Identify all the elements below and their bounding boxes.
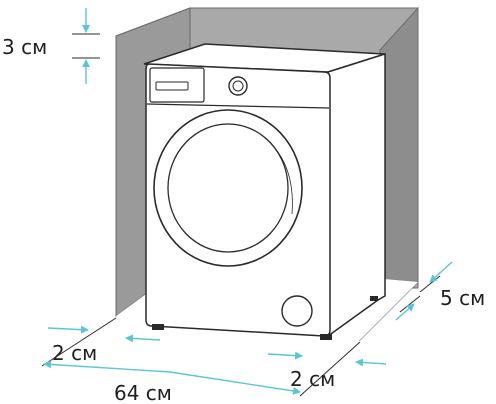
foot-front-right xyxy=(320,334,332,340)
dimension-back-gap: 5 см xyxy=(395,261,485,321)
foot-back-right xyxy=(370,296,378,301)
top-gap-label: 3 см xyxy=(2,35,47,59)
service-hatch xyxy=(281,295,313,327)
dimension-right-gap: 2 см xyxy=(267,351,387,391)
program-knob-inner xyxy=(232,80,244,92)
door-glass xyxy=(167,123,289,253)
back-gap-label: 5 см xyxy=(440,286,485,310)
washing-machine xyxy=(143,43,386,340)
drawer-handle xyxy=(155,81,189,91)
machine-side xyxy=(327,52,386,338)
foot-front-left xyxy=(152,324,164,330)
dimension-total-width: 64 см xyxy=(41,317,361,404)
control-panel-divider xyxy=(146,103,330,109)
total-width-label: 64 см xyxy=(114,381,172,404)
door-glass-reflection xyxy=(259,133,293,215)
dimension-left-gap: 2 см xyxy=(47,325,161,365)
dimension-top-gap: 3 см xyxy=(2,8,100,84)
